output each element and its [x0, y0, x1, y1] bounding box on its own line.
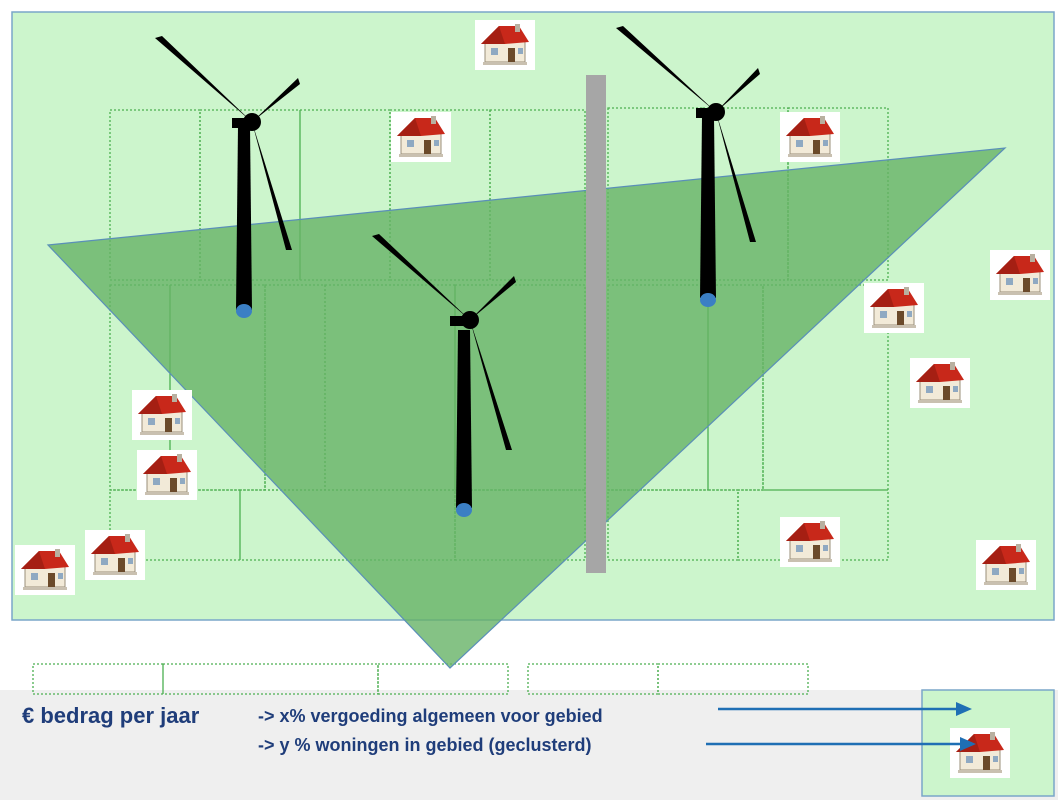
households-compensation-line: -> y % woningen in gebied (geclusterd)	[258, 735, 592, 755]
house-icon	[910, 358, 970, 408]
house-icon	[976, 540, 1036, 590]
wind-turbine-icon	[372, 234, 516, 517]
house-icon	[475, 20, 535, 70]
annual-amount-label: € bedrag per jaar	[22, 703, 200, 728]
house-icon	[137, 450, 197, 500]
house-icon	[780, 517, 840, 567]
house-icon	[85, 530, 145, 580]
house-icon	[780, 112, 840, 162]
house-icon	[990, 250, 1050, 300]
road	[586, 75, 606, 573]
house-icon	[864, 283, 924, 333]
arrow-right-icon	[706, 737, 976, 751]
house-icon	[950, 728, 1010, 778]
wind-turbine-icon	[616, 26, 760, 307]
arrow-right-icon	[718, 702, 972, 716]
impact-zone	[46, 147, 1007, 669]
house-icon	[391, 112, 451, 162]
wind-turbine-icon	[155, 36, 300, 318]
house-icon	[132, 390, 192, 440]
house-icon	[15, 545, 75, 595]
general-compensation-line: -> x% vergoeding algemeen voor gebied	[258, 706, 603, 726]
